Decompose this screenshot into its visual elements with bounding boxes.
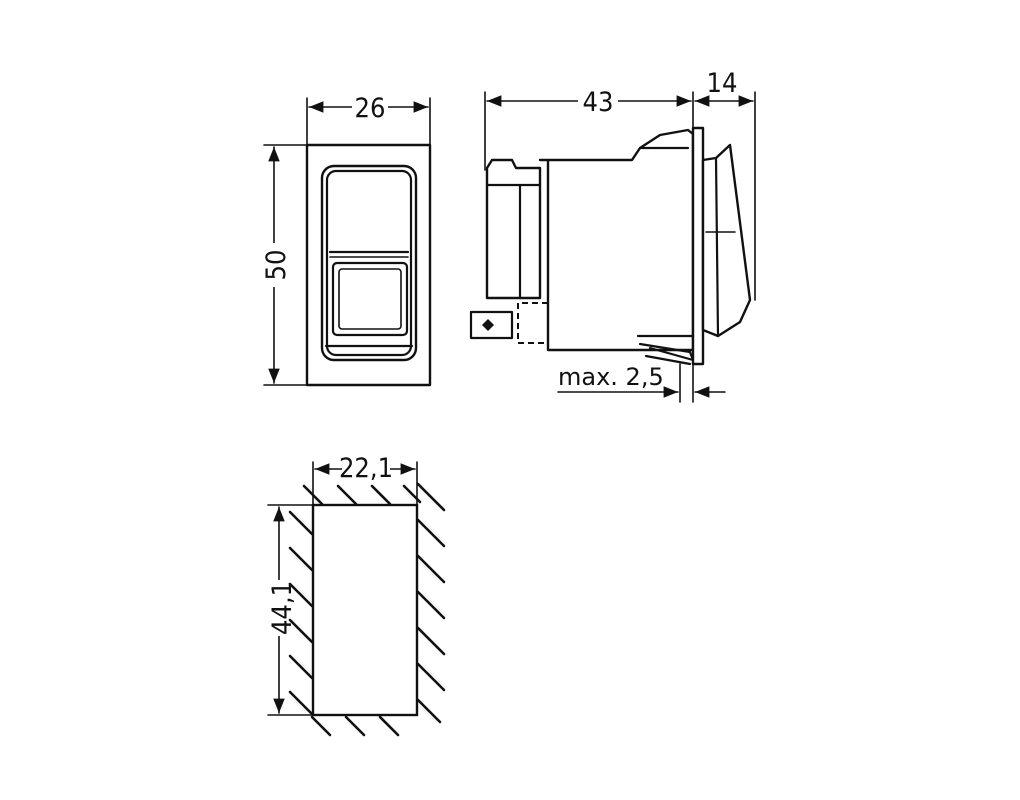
side-rocker-label: 14 — [707, 68, 738, 99]
panel-cutout: 22,1 44,1 — [264, 451, 446, 737]
indicator-lens — [331, 261, 409, 337]
front-height-label: 50 — [261, 250, 292, 281]
side-depth-label: 43 — [583, 87, 614, 118]
terminal-diamond-icon — [482, 319, 494, 331]
cutout-opening — [311, 503, 419, 717]
side-view: 43 14 max. 2,5 — [469, 68, 756, 403]
cutout-width-label: 22,1 — [339, 453, 393, 484]
cutout-hatching — [288, 482, 446, 737]
rocker-profile — [701, 143, 752, 338]
panel-flange — [691, 126, 705, 366]
cutout-height-label: 44,1 — [267, 581, 298, 635]
panel-thickness-label: max. 2,5 — [558, 363, 664, 391]
front-view: 26 50 — [260, 90, 432, 387]
switch-housing — [538, 128, 695, 352]
front-width-label: 26 — [355, 93, 386, 124]
